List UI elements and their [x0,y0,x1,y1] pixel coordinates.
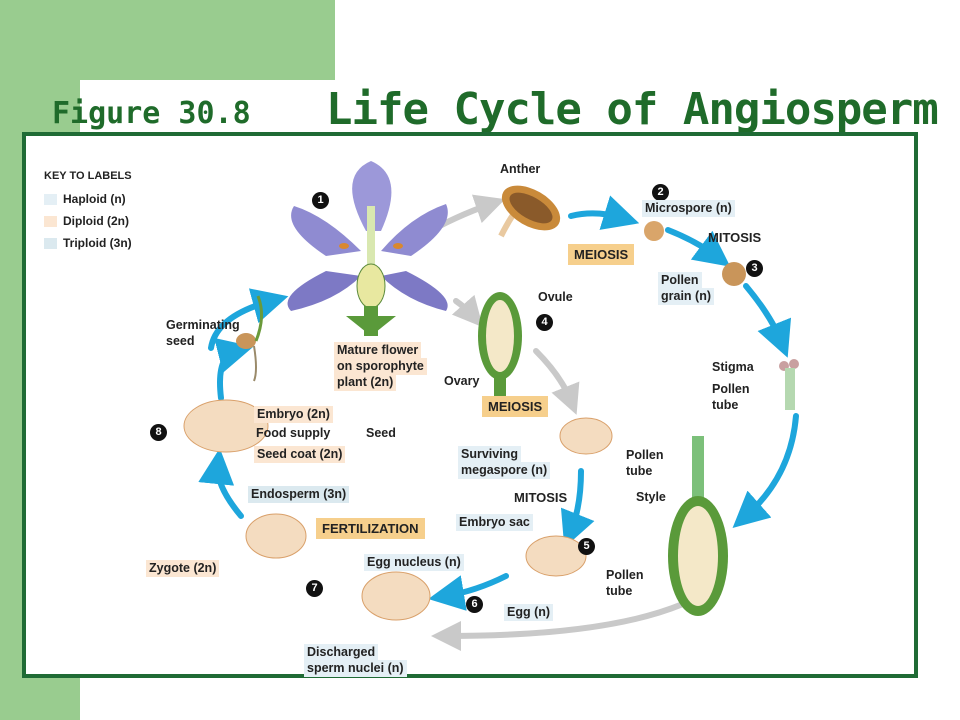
arrow-embryosac-to-egg [428,573,509,611]
label-surviving-line1: Surviving [458,446,521,463]
arrow-pollen-to-stigma [743,283,792,358]
step-6: 6 [466,596,483,613]
arrow-zygote-to-seed [198,448,244,519]
label-microspore: Microspore (n) [642,200,735,217]
key-triploid: Triploid (3n) [44,236,132,250]
life-cycle-diagram [183,161,799,651]
label-embryo-sac: Embryo sac [456,514,533,531]
gray-arrow-to-megaspore [533,348,580,415]
label-fertilization: FERTILIZATION [316,518,425,539]
key-haploid: Haploid (n) [44,192,126,206]
seed-cell [183,399,269,453]
ovule-illustration [478,292,522,400]
label-egg-nucleus: Egg nucleus (n) [364,554,464,571]
gray-arrow-to-ovule [451,294,483,328]
arrow-anther-to-microspore [568,195,640,230]
label-meiosis-mid: MEIOSIS [482,396,549,417]
top-bar [80,0,335,80]
label-mature-line1: Mature flower [334,342,422,359]
pollen-grain-cell [722,262,746,286]
arrow-microspore-to-pollen [665,227,731,267]
label-mitosis-top: MITOSIS [708,230,762,245]
label-zygote: Zygote (2n) [146,560,220,577]
mature-flower-illustration [287,161,448,336]
step-7: 7 [306,580,323,597]
step-4: 4 [536,314,553,331]
label-discharged-line2: sperm nuclei (n) [304,660,407,677]
label-ovule: Ovule [538,290,573,304]
label-germinating-line2: seed [166,334,195,348]
haploid-swatch [44,194,57,206]
label-mitosis-mid: MITOSIS [514,490,568,505]
zygote-cell [245,513,307,559]
key-diploid: Diploid (2n) [44,214,129,228]
diploid-swatch [44,216,57,228]
label-pollen-tube-2-line2: tube [626,464,653,478]
germinating-seed-illustration [236,295,263,382]
step-1: 1 [312,192,329,209]
label-food-supply: Food supply [256,426,331,440]
arrow-stigma-to-ovary [732,413,799,528]
megaspore-cell [559,417,613,455]
fertilization-cell [361,571,431,621]
label-pollen-grain-line1: Pollen [658,272,702,289]
label-seed: Seed [366,426,396,440]
step-5: 5 [578,538,595,555]
label-germinating-line1: Germinating [166,318,240,332]
label-stigma: Stigma [712,360,754,374]
label-style: Style [636,490,666,504]
label-surviving-line2: megaspore (n) [458,462,551,479]
anther-illustration [498,185,561,238]
figure-title: Life Cycle of Angiosperm [326,84,939,135]
figure-number: Figure 30.8 [52,96,251,131]
step-2: 2 [652,184,669,201]
label-pollen-tube-1-line1: Pollen [712,382,750,396]
arrow-megaspore-to-embryosac [560,468,595,548]
pistil-illustration [668,436,728,616]
label-pollen-tube-2-line1: Pollen [626,448,664,462]
label-meiosis-top: MEIOSIS [568,244,635,265]
label-pollen-tube-3-line1: Pollen [606,568,644,582]
label-pollen-tube-1-line2: tube [712,398,739,412]
arrow-seed-to-germinating [214,337,254,401]
microspore-cell [644,221,664,241]
label-pollen-grain-line2: grain (n) [658,288,714,305]
label-seed-coat: Seed coat (2n) [254,446,346,463]
stigma-illustration [779,359,799,410]
label-ovary: Ovary [444,374,480,388]
triploid-swatch [44,238,57,250]
label-mature-line2: on sporophyte [334,358,427,375]
key-heading: KEY TO LABELS [44,170,132,182]
embryo-sac-cell [525,535,587,577]
label-embryo: Embryo (2n) [254,406,333,423]
step-3: 3 [746,260,763,277]
label-pollen-tube-3-line2: tube [606,584,633,598]
label-endosperm: Endosperm (3n) [248,486,350,503]
diagram-frame: KEY TO LABELS Haploid (n) Diploid (2n) T… [22,132,918,678]
step-8: 8 [150,424,167,441]
label-mature-line3: plant (2n) [334,374,397,391]
label-anther: Anther [500,162,541,176]
label-egg: Egg (n) [504,604,554,621]
label-discharged-line1: Discharged [304,644,379,661]
